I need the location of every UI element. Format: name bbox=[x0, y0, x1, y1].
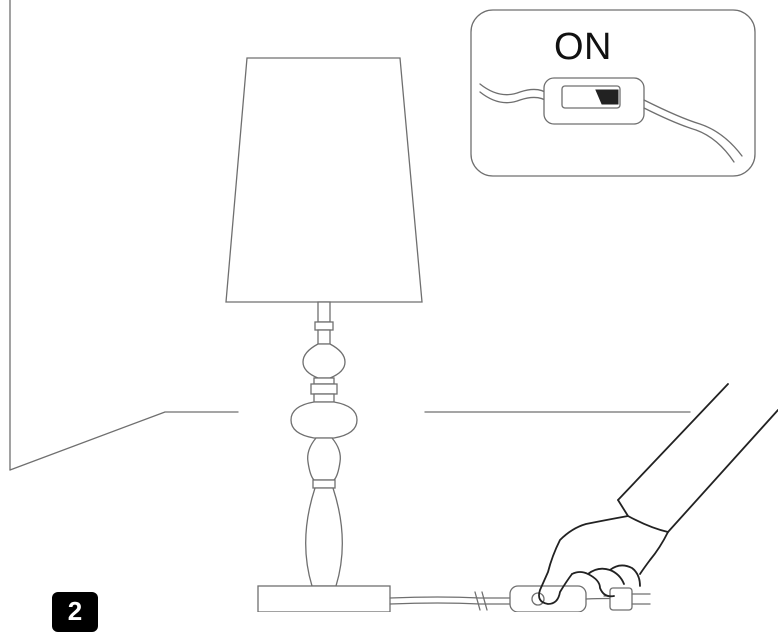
lamp-neck bbox=[314, 301, 334, 345]
lamp-base bbox=[257, 585, 391, 612]
step-number-badge: 2 bbox=[52, 592, 98, 632]
power-cord bbox=[389, 591, 513, 611]
inline-switch bbox=[509, 585, 626, 612]
lamp-illustration bbox=[9, 0, 778, 612]
callout-box bbox=[470, 9, 756, 177]
lamp-shade bbox=[225, 57, 423, 303]
switch-state-label: ON bbox=[554, 26, 612, 68]
plug bbox=[603, 587, 651, 611]
table-edge bbox=[9, 411, 691, 471]
instruction-page: ON 2 bbox=[9, 0, 778, 632]
hand bbox=[538, 383, 778, 605]
lamp-body bbox=[290, 343, 358, 587]
